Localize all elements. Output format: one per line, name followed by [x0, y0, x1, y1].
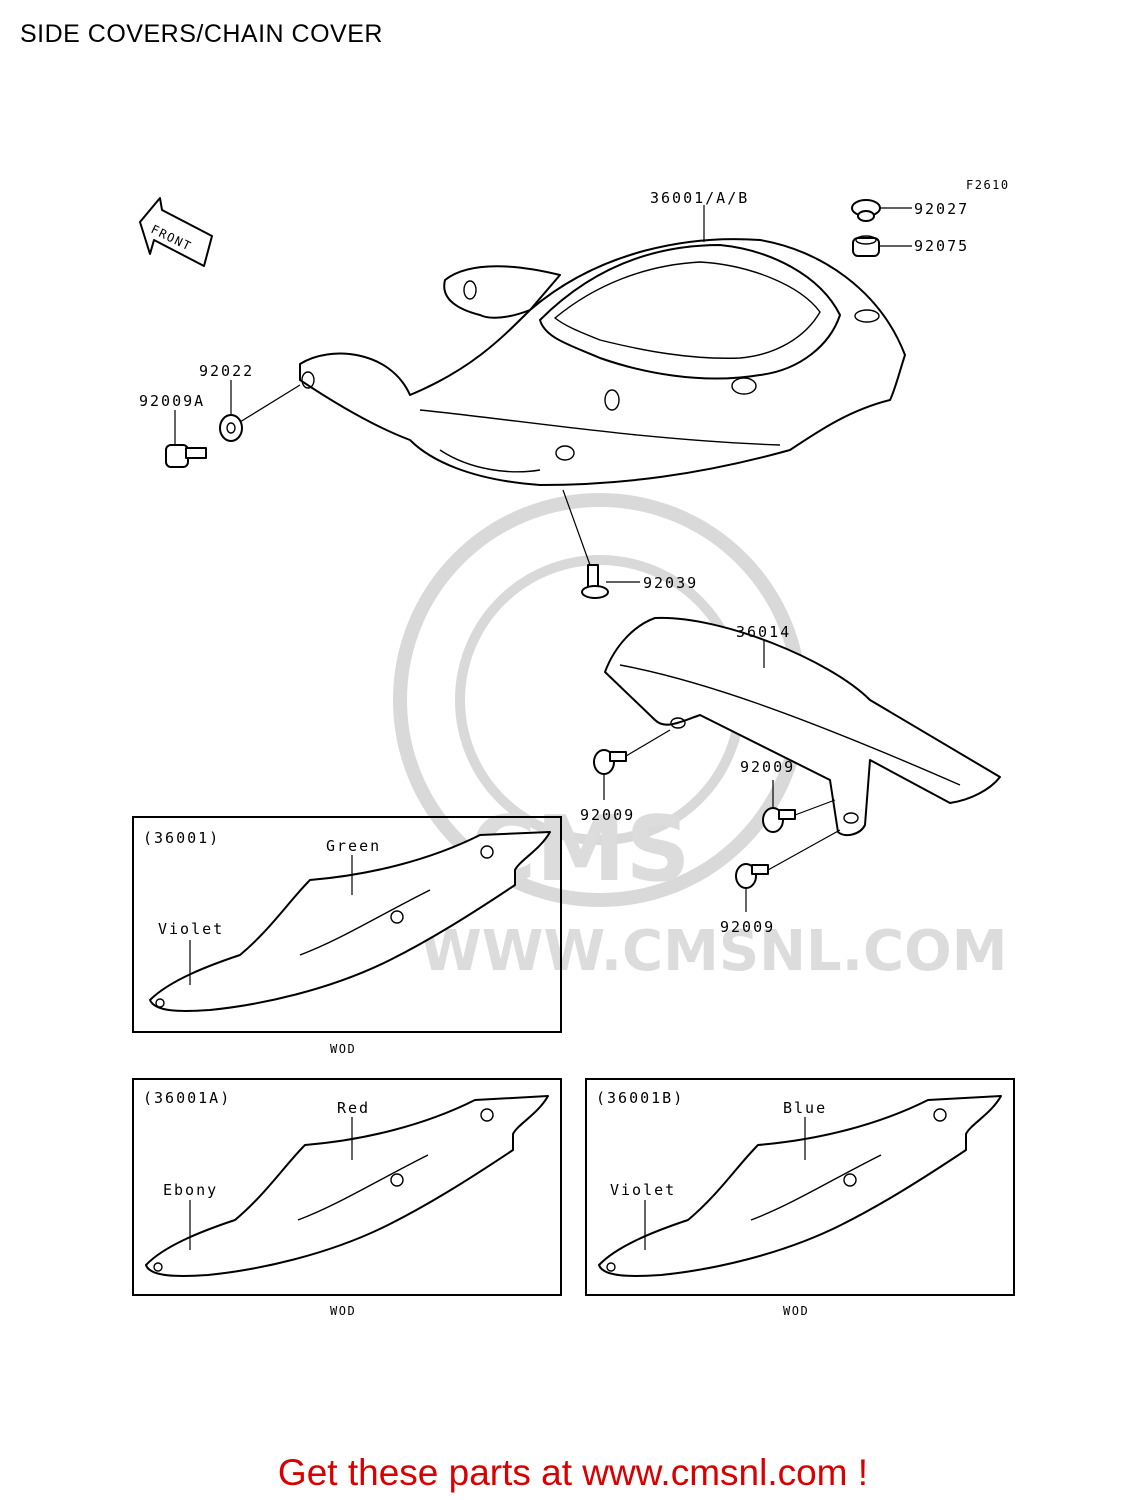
variant-model: WOD: [330, 1304, 356, 1318]
variant-box-36001: (36001) Green Violet WOD: [132, 816, 562, 1056]
variant-code: (36001A): [143, 1089, 231, 1107]
footer-link[interactable]: Get these parts at www.cmsnl.com !: [277, 1452, 869, 1493]
variant-upper-color: Blue: [783, 1099, 827, 1117]
variant-lower-color: Ebony: [163, 1181, 218, 1199]
variant-box-36001a: (36001A) Red Ebony WOD: [132, 1078, 562, 1318]
callout-grommet: 92075: [914, 237, 969, 255]
callout-bolt-a: 92009A: [139, 392, 205, 410]
watermark-url: WWW.CMSNL.COM: [420, 919, 1007, 984]
variant-code: (36001B): [596, 1089, 684, 1107]
bolt-3-part: [735, 863, 769, 889]
callout-clip: 92039: [643, 574, 698, 592]
variant-lower-color: Violet: [610, 1181, 676, 1199]
variant-model: WOD: [330, 1042, 356, 1056]
bolt-a-part: [165, 444, 207, 468]
callout-bolt-2: 92009: [740, 758, 795, 776]
bolt-1-part: [593, 749, 627, 775]
variant-lower-color: Violet: [158, 920, 224, 938]
front-arrow-icon: FRONT: [139, 197, 213, 267]
callout-bolt-1: 92009: [580, 806, 635, 824]
washer-part: [219, 414, 243, 442]
cap-part: [851, 199, 881, 222]
variant-box-36001b: (36001B) Blue Violet WOD: [585, 1078, 1015, 1318]
callout-chain-cover: 36014: [736, 623, 791, 641]
callout-bolt-3: 92009: [720, 918, 775, 936]
callout-washer: 92022: [199, 362, 254, 380]
clip-part: [581, 564, 609, 599]
figure-code: F2610: [966, 178, 1010, 192]
bolt-2-part: [762, 807, 796, 833]
grommet-part: [852, 235, 880, 257]
variant-upper-color: Green: [326, 837, 381, 855]
callout-seat-cover: 36001/A/B: [650, 189, 749, 207]
callout-cap: 92027: [914, 200, 969, 218]
seat-cover-part: [299, 238, 906, 486]
page-title: SIDE COVERS/CHAIN COVER: [20, 20, 383, 48]
variant-upper-color: Red: [337, 1099, 370, 1117]
leader-lines: [174, 205, 912, 912]
chain-cover-part: [604, 616, 1001, 837]
variant-code: (36001): [143, 829, 220, 847]
variant-model: WOD: [783, 1304, 809, 1318]
